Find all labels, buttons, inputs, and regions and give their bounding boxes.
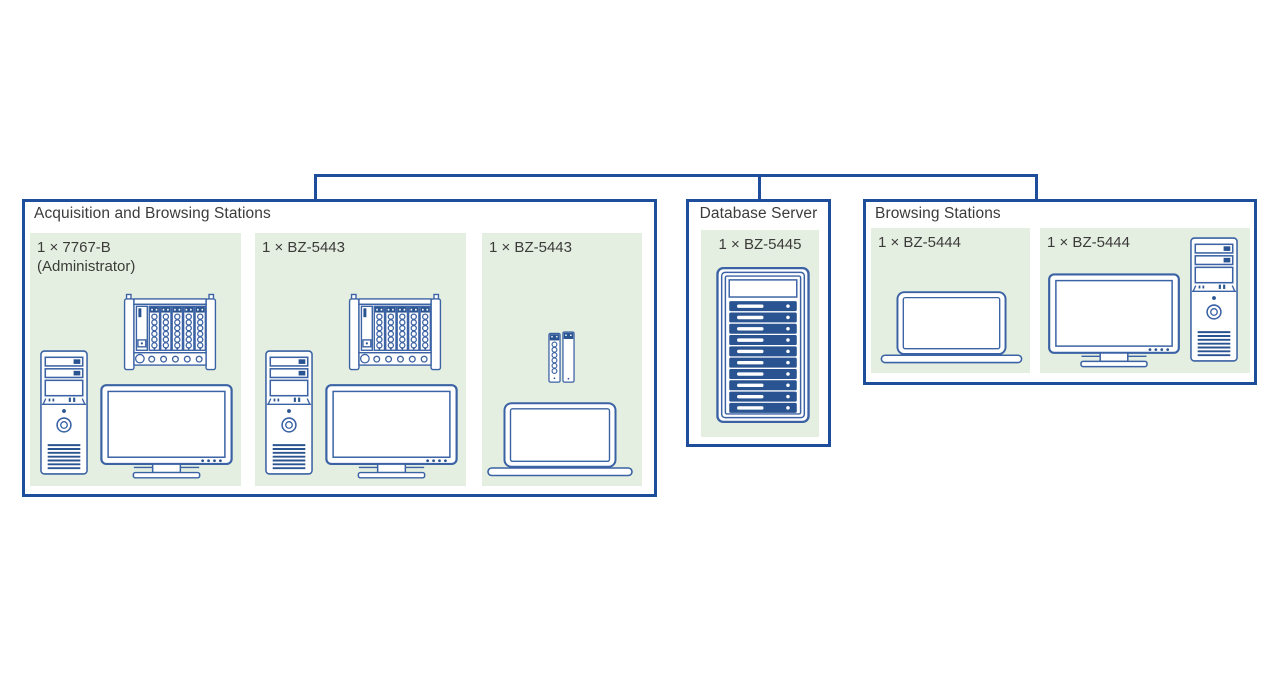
station-label: 1 × BZ-5443 (262, 239, 345, 256)
station-bz5443-laptop: 1 × BZ-5443 (482, 233, 642, 486)
station-bz5444-desktop: 1 × BZ-5444 (1040, 228, 1250, 373)
group-browsing-stations: Browsing Stations 1 × BZ-5444 1 × BZ-544… (863, 199, 1257, 385)
tower-pc-icon (40, 348, 88, 477)
group-title: Acquisition and Browsing Stations (34, 205, 271, 222)
laptop-icon (487, 402, 633, 478)
lanxi-rack-icon (123, 293, 217, 372)
connector-drop-left (314, 174, 317, 202)
connector-trunk-line (314, 174, 1038, 177)
tower-pc-icon (1190, 235, 1238, 364)
group-title: Database Server (699, 205, 818, 222)
tower-pc-icon (265, 348, 313, 477)
mini-module-icon (548, 330, 575, 385)
server-tower-icon (716, 265, 810, 425)
connector-drop-right (1035, 174, 1038, 202)
station-bz5443-desktop: 1 × BZ-5443 (255, 233, 466, 486)
lanxi-rack-icon (348, 293, 442, 372)
station-label: 1 × 7767-B (Administrator) (37, 239, 136, 275)
group-database-server: Database Server 1 × BZ-5445 (686, 199, 831, 447)
station-7767b-admin: 1 × 7767-B (Administrator) (30, 233, 241, 486)
station-label: 1 × BZ-5444 (878, 234, 961, 251)
station-label: 1 × BZ-5443 (489, 239, 572, 256)
laptop-icon (880, 291, 1023, 365)
station-label: 1 × BZ-5445 (718, 236, 802, 253)
monitor-icon (325, 384, 458, 479)
station-bz5445-server: 1 × BZ-5445 (701, 230, 819, 437)
monitor-icon (1048, 273, 1180, 368)
group-acquisition-browsing-stations: Acquisition and Browsing Stations 1 × 77… (22, 199, 657, 497)
group-title: Browsing Stations (875, 205, 1001, 222)
station-label: 1 × BZ-5444 (1047, 234, 1130, 251)
station-bz5444-laptop: 1 × BZ-5444 (871, 228, 1030, 373)
monitor-icon (100, 384, 233, 479)
connector-drop-center (758, 174, 761, 202)
